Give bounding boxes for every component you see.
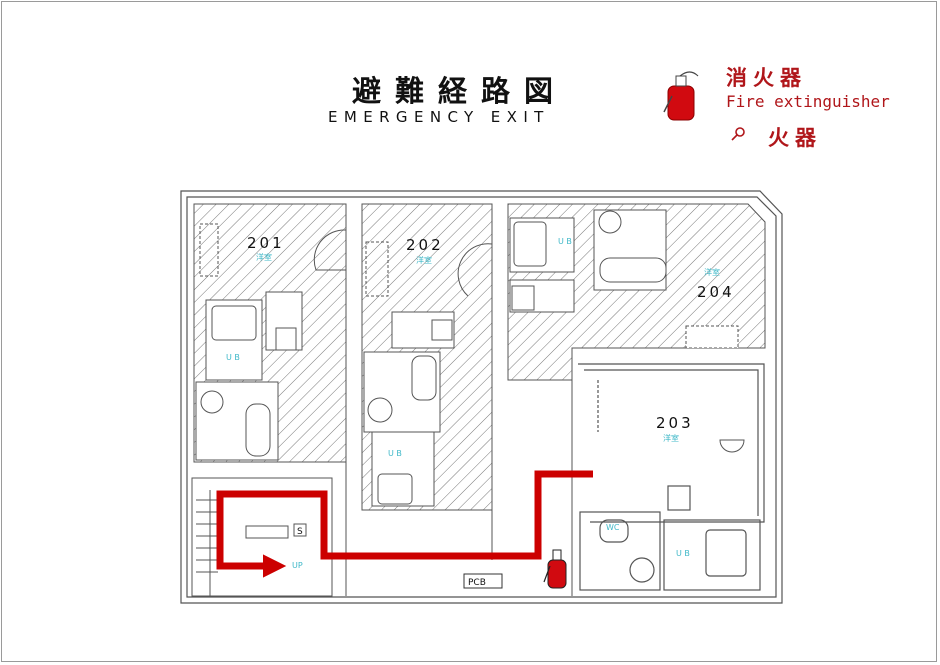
- evacuation-route: [216, 470, 593, 570]
- title-japanese: 避難経路図: [352, 74, 568, 108]
- room-203-label: 洋室: [663, 433, 679, 443]
- legend-fire-jp: 火器: [768, 126, 822, 150]
- ub-label: U B: [558, 237, 572, 246]
- ub-label: U B: [388, 449, 402, 458]
- staircase: [191, 477, 333, 597]
- wc-label: WC: [606, 523, 620, 532]
- title-english: EMERGENCY EXIT: [328, 108, 550, 126]
- legend-extinguisher-jp: 消火器: [726, 66, 807, 90]
- room-204-label: 洋室: [704, 267, 720, 277]
- evacuation-arrow: [263, 554, 287, 578]
- room-204-number: 204: [697, 283, 735, 301]
- pcb-box: [463, 573, 503, 589]
- door-swings: [313, 229, 745, 453]
- room-202-number: 202: [406, 236, 444, 254]
- bath-blocks: [195, 209, 739, 507]
- magnifier-icon: [731, 127, 745, 141]
- up-label: UP: [292, 561, 303, 570]
- room-202-label: 洋室: [416, 255, 432, 265]
- fire-extinguisher-icon: [543, 549, 567, 589]
- ub-label: U B: [676, 549, 690, 558]
- outer-walls: [180, 190, 783, 604]
- pcb-label: PCB: [468, 578, 486, 588]
- legend-extinguisher-en: Fire extinguisher: [726, 92, 890, 111]
- fire-extinguisher-icon: [663, 71, 699, 121]
- room-201-number: 201: [247, 234, 285, 252]
- ub-label: U B: [226, 353, 240, 362]
- room-203-number: 203: [656, 414, 694, 432]
- hallway: [345, 380, 573, 596]
- room-201-label: 洋室: [256, 252, 272, 262]
- s-box-label: S: [297, 527, 303, 537]
- closets: [199, 223, 389, 297]
- unit-203-walls: [578, 363, 765, 591]
